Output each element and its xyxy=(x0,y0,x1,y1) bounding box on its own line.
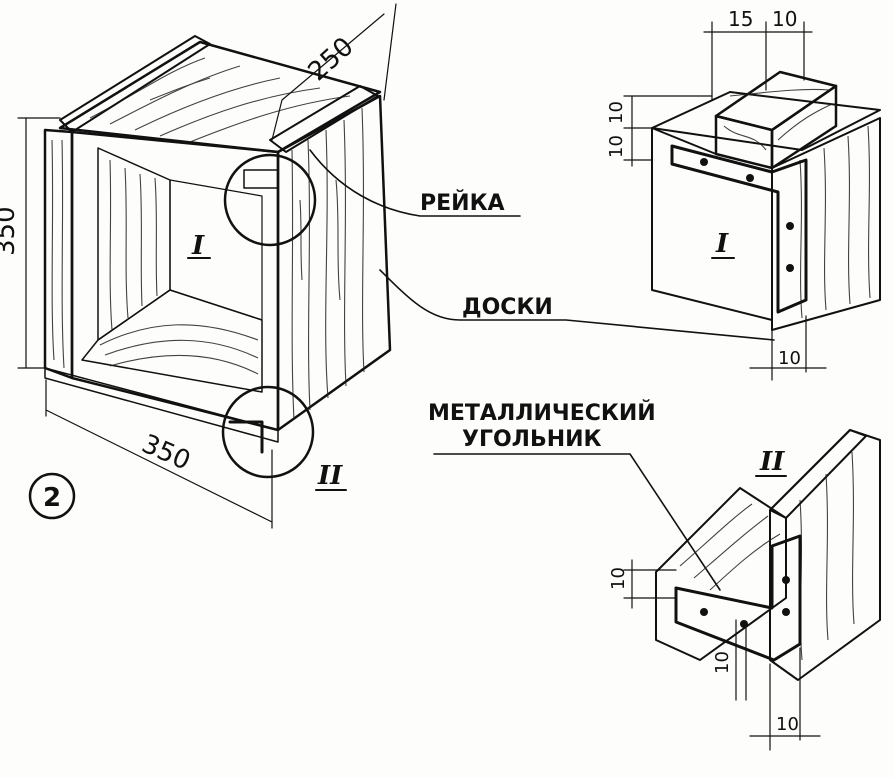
detail-one-rivet xyxy=(786,264,794,272)
detail-two-rivet xyxy=(740,620,748,628)
box-callout-one: I xyxy=(191,231,205,261)
detail-one-rivet xyxy=(786,222,794,230)
detail-one-callout: I xyxy=(715,229,729,259)
box-left-panel xyxy=(43,128,74,380)
detail-two-side-grain xyxy=(799,451,855,661)
corner-label-line1: МЕТАЛЛИЧЕСКИЙ xyxy=(428,400,656,426)
detail-one-rail-section xyxy=(243,169,279,189)
box-right-panel xyxy=(276,94,392,432)
detail-two-callout: II xyxy=(759,447,785,477)
detail-two-rivet xyxy=(782,608,790,616)
detail-two-corner-mark xyxy=(228,420,264,454)
detail-one-rail-grain xyxy=(723,88,833,151)
detail-one-rivet xyxy=(700,158,708,166)
rail-leader: РЕЙКА xyxy=(309,149,521,217)
box-right-grain xyxy=(291,107,365,421)
box-isometric-view xyxy=(43,35,392,479)
boards-label: ДОСКИ xyxy=(462,295,553,320)
detail-two-corner-plate xyxy=(674,534,802,662)
detail-one-board-thickness: 10 xyxy=(778,348,801,369)
detail-circle-two xyxy=(221,385,315,479)
detail-one-rail-height-top: 10 xyxy=(606,101,627,124)
detail-circle-one xyxy=(223,153,317,247)
front-rail xyxy=(59,35,211,133)
box-callout-two: II xyxy=(317,461,343,491)
dimension-depth-text: 250 xyxy=(303,32,360,88)
box-left-grain xyxy=(51,139,65,369)
detail-one-side-grain xyxy=(799,125,871,319)
detail-one-view: I 15 10 10 10 10 xyxy=(606,7,881,381)
figure-number-circle xyxy=(28,472,76,520)
detail-one-rail-gap: 10 xyxy=(772,7,797,31)
detail-two-bottom-grain xyxy=(679,503,781,591)
rail-label: РЕЙКА xyxy=(420,190,505,216)
detail-two-gap: 10 xyxy=(712,651,733,674)
corner-label-line2: УГОЛЬНИК xyxy=(462,427,602,452)
detail-one-rail-width: 15 xyxy=(728,7,753,31)
dimension-height: 350 xyxy=(0,117,61,369)
box-bottom-edge xyxy=(44,367,279,443)
detail-two-bottom-board xyxy=(655,487,787,661)
dimension-width: 350 xyxy=(45,379,273,529)
detail-two-rivet xyxy=(700,608,708,616)
detail-one-rivet xyxy=(746,174,754,182)
detail-two-rivet xyxy=(782,576,790,584)
detail-one-rail-height-bottom: 10 xyxy=(606,135,627,158)
box-interior-grain xyxy=(109,159,158,331)
detail-two-board-thickness: 10 xyxy=(776,714,799,735)
detail-one-corner-plate xyxy=(670,144,808,314)
detail-one-rail-side xyxy=(770,84,838,170)
box-interior-bottom xyxy=(81,289,263,393)
figure-number: 2 xyxy=(43,483,61,513)
boards-leader: ДОСКИ xyxy=(379,269,775,341)
box-front-frame xyxy=(70,130,280,432)
detail-two-view: II 10 10 10 xyxy=(608,429,881,751)
detail-one-top xyxy=(651,91,881,151)
box-interior-right xyxy=(169,179,263,321)
box-bottom-grain xyxy=(99,324,259,375)
detail-one-rail-top xyxy=(714,70,838,132)
detail-two-height: 10 xyxy=(608,567,629,590)
dimension-height-text: 350 xyxy=(0,206,21,256)
box-interior-back xyxy=(97,147,171,341)
corner-leader: МЕТАЛЛИЧЕСКИЙ УГОЛЬНИК xyxy=(428,400,721,591)
detail-two-side-top xyxy=(769,429,867,519)
detail-one-side-board xyxy=(771,117,881,331)
